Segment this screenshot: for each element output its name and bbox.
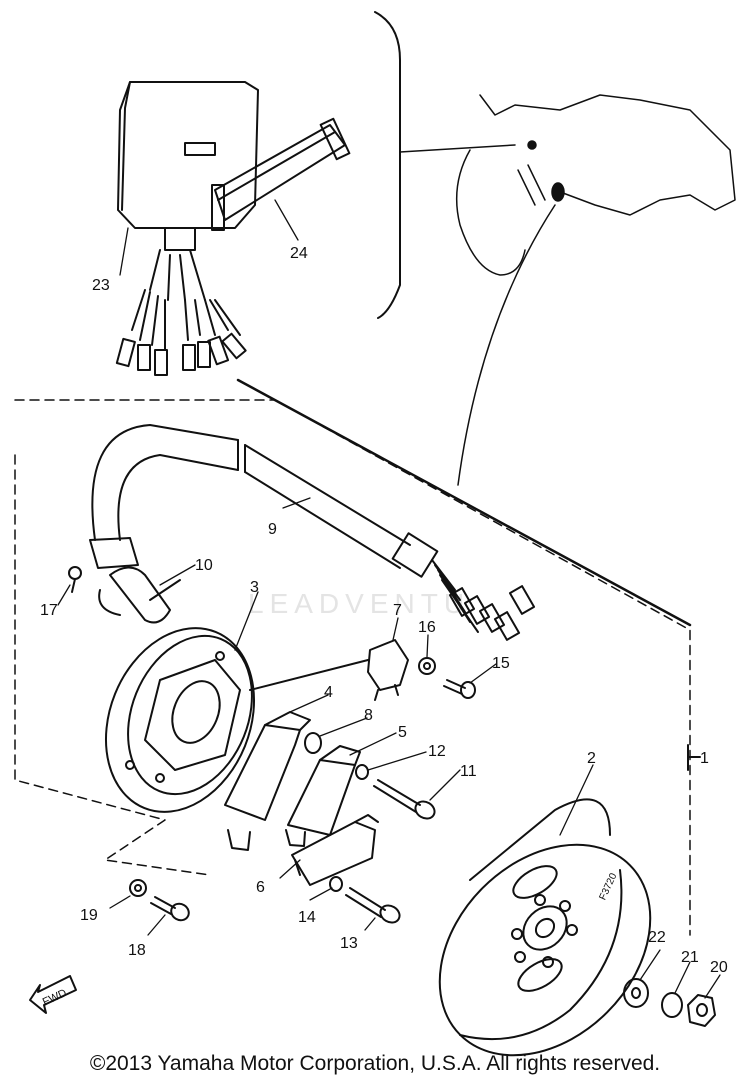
fwd-arrow-icon — [29, 975, 77, 1014]
callout-12: 12 — [428, 743, 446, 760]
stator-plate-part-3 — [104, 627, 256, 813]
coil-part-4 — [224, 711, 311, 851]
callout-1: 1 — [700, 750, 709, 767]
callout-8: 8 — [364, 707, 373, 724]
bolt-part-15 — [443, 679, 476, 699]
lock-washer-part-21 — [661, 992, 683, 1018]
callout-24: 24 — [290, 245, 308, 262]
bolt-part-13 — [345, 887, 401, 924]
callout-10: 10 — [195, 557, 213, 574]
coil-part-5 — [285, 745, 361, 847]
pulser-coil-part-7 — [249, 639, 409, 701]
copyright-notice: ©2013 Yamaha Motor Corporation, U.S.A. A… — [89, 1052, 661, 1075]
flywheel-code: F3720 — [597, 871, 619, 902]
callout-5: 5 — [398, 724, 407, 741]
washer-part-22 — [623, 978, 649, 1008]
callout-19: 19 — [80, 907, 98, 924]
leader-lines — [57, 199, 721, 999]
motorcycle-location-sketch — [399, 94, 736, 486]
spacer-part-8 — [304, 732, 322, 754]
assembly-outline-part-1 — [14, 399, 691, 936]
strap-part-24 — [211, 117, 351, 231]
wire-harness-part-9 — [89, 378, 692, 641]
bracket-line — [374, 11, 401, 319]
callout-6: 6 — [256, 879, 265, 896]
callout-bracket-1 — [687, 744, 701, 771]
callout-9: 9 — [268, 521, 277, 538]
callout-18: 18 — [128, 942, 146, 959]
washer-part-16 — [418, 657, 436, 675]
cable-clamp-part-10 — [98, 566, 181, 624]
callout-22: 22 — [648, 929, 666, 946]
fwd-label: FWD — [41, 987, 69, 1008]
screw-part-17 — [68, 566, 82, 593]
flywheel-part-2 — [438, 798, 652, 1057]
bolt-part-18 — [150, 896, 190, 922]
callout-4: 4 — [324, 684, 333, 701]
bolt-part-11 — [373, 779, 436, 820]
callout-17: 17 — [40, 602, 58, 619]
callout-21: 21 — [681, 949, 699, 966]
washer-part-12 — [355, 764, 369, 780]
washer-part-14 — [329, 876, 343, 892]
callout-11: 11 — [460, 763, 477, 780]
callout-23: 23 — [92, 277, 110, 294]
watermark: LEADVENTU — [248, 588, 471, 619]
callout-16: 16 — [418, 619, 436, 636]
nut-part-20 — [687, 994, 716, 1027]
callout-20: 20 — [710, 959, 728, 976]
callout-15: 15 — [492, 655, 510, 672]
callout-13: 13 — [340, 935, 358, 952]
callout-2: 2 — [587, 750, 596, 767]
callout-3: 3 — [250, 579, 259, 596]
callout-14: 14 — [298, 909, 316, 926]
cdi-unit-part-23 — [115, 81, 259, 376]
callout-7: 7 — [393, 602, 402, 619]
coil-part-6 — [291, 814, 379, 886]
washer-part-19 — [129, 879, 147, 897]
